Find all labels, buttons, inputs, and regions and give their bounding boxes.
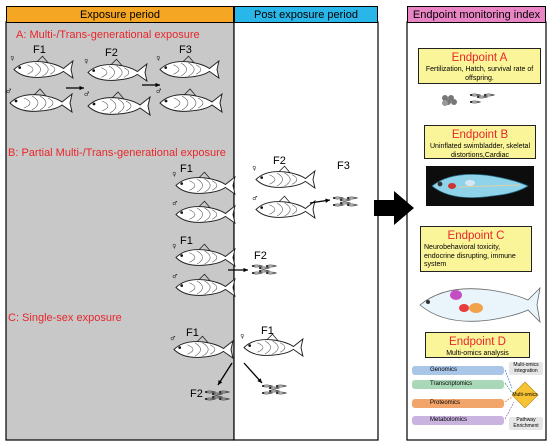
omics-metabolomics: Metabolomics (412, 416, 504, 425)
fish-b-f2-female: ♀ (252, 165, 316, 190)
svg-text:♀: ♀ (240, 334, 244, 340)
svg-text:♀: ♀ (252, 166, 256, 172)
omics-connectors (504, 369, 515, 420)
omics-metabolomics-label: Metabolomics (430, 417, 468, 423)
svg-text:♀: ♀ (10, 56, 14, 62)
omics-proteomics-label: Proteomics (430, 400, 461, 406)
endpoint-a-desc: Fertilization, Hatch, survival rate of o… (425, 66, 534, 82)
fish-a-f2-male: ♂ (84, 91, 151, 117)
endpoint-a-title: Endpoint A (451, 52, 508, 64)
svg-text:♂: ♂ (172, 273, 177, 280)
post-exposure-header: Post exposure period (234, 6, 378, 23)
fish-b-f1-top-female: ♀ (172, 171, 236, 196)
fish-b-f1-top-male: ♂ (172, 200, 236, 225)
arrow-c-left-to-f2 (217, 362, 233, 386)
larvae-b-f3 (332, 196, 359, 207)
endpoint-a-larvae-icon (469, 93, 496, 104)
arrow-b-f1-to-f2 (228, 267, 248, 273)
svg-text:♀: ♀ (84, 59, 88, 65)
fish-c-f1-right: ♀ (240, 333, 304, 358)
exposure-period-header: Exposure period (6, 6, 234, 23)
fish-b-f1-bottom-male: ♂ (172, 273, 236, 298)
gen-b-f2-top: F2 (273, 155, 286, 167)
arrow-b-f2-to-f3 (309, 198, 331, 204)
svg-text:♀: ♀ (172, 172, 176, 178)
endpoint-d-box: Endpoint D Multi-omics analysis (425, 332, 530, 358)
gen-b-f1-top: F1 (180, 163, 193, 175)
endpoint-d-title: Endpoint D (449, 336, 506, 348)
larvae-b-f2 (251, 264, 278, 275)
gen-b-f3: F3 (337, 160, 350, 172)
endpoint-d-desc: Multi-omics analysis (446, 350, 509, 357)
larvae-c-f2-left (204, 390, 231, 401)
gen-a-f1: F1 (33, 44, 46, 56)
fish-a-f1-male: ♂ (6, 88, 73, 114)
endpoint-b-title: Endpoint B (451, 129, 509, 141)
fish-anatomy-image (419, 286, 541, 324)
arrow-a-f1-to-f2 (66, 85, 84, 91)
svg-text:♂: ♂ (252, 195, 257, 202)
endpoint-c-title: Endpoint C (447, 230, 505, 242)
multi-omics-diamond (511, 381, 539, 409)
fish-layer: ♀ ♂ ♀ ♂ ♀ ♂ ♀ ♂ ♀ ♂ ♀ ♂ ♂ ♀ (6, 55, 496, 401)
gen-c-f2: F2 (190, 388, 203, 400)
gen-b-f2-bottom: F2 (254, 250, 267, 262)
multi-omics-integration-tag: Multi-omics integration (509, 362, 543, 375)
gen-a-f3: F3 (179, 44, 192, 56)
fish-a-f3-female: ♀ (156, 55, 220, 80)
svg-text:♀: ♀ (156, 56, 160, 62)
fish-a-f1-female: ♀ (10, 55, 74, 80)
gen-c-f1-right: F1 (261, 325, 274, 337)
omics-genomics: Genomics (412, 366, 504, 375)
endpoint-b-desc: Uninflated swimbladder, skeletal distort… (430, 143, 530, 159)
section-a-title: A: Multi-/Trans-generational exposure (16, 29, 200, 41)
fish-a-f2-female: ♀ (84, 58, 148, 83)
exposure-period-label: Exposure period (79, 8, 161, 21)
svg-text:♀: ♀ (172, 244, 176, 250)
omics-proteomics: Proteomics (412, 399, 504, 408)
fish-b-f1-bottom-female: ♀ (172, 243, 236, 268)
multi-omics-center-label: Multi-omics (512, 392, 538, 398)
post-exposure-panel (233, 21, 379, 441)
endpoint-c-box: Endpoint C Neurobehavioral toxicity, end… (420, 226, 532, 272)
endpoint-b-box: Endpoint B Uninflated swimbladder, skele… (424, 125, 536, 159)
exposure-period-panel (5, 21, 235, 441)
endpoint-index-header: Endpoint monitoring index (407, 6, 546, 23)
fish-c-f1-left: ♂ (170, 335, 234, 360)
omics-transcriptomics-label: Transcriptomics (430, 381, 473, 387)
embryo-cluster-icon (442, 95, 457, 106)
endpoint-a-box: Endpoint A Fertilization, Hatch, surviva… (418, 48, 541, 84)
arrow-a-f2-to-f3 (142, 82, 160, 88)
svg-text:♂: ♂ (6, 88, 11, 95)
endpoint-index-label: Endpoint monitoring index (412, 8, 541, 21)
endpoint-c-desc: Neurobehavioral toxicity, endocrine disr… (424, 244, 516, 268)
svg-text:♂: ♂ (84, 91, 89, 98)
svg-text:♂: ♂ (156, 88, 161, 95)
section-b-title: B: Partial Multi-/Trans-generational exp… (8, 147, 226, 159)
gen-b-f1-bottom: F1 (180, 235, 193, 247)
arrow-layer (66, 82, 331, 386)
gen-a-f2: F2 (105, 47, 118, 59)
fish-a-f3-male: ♂ (156, 88, 223, 114)
post-exposure-label: Post exposure period (254, 8, 358, 21)
fish-b-f2-male: ♂ (252, 195, 316, 220)
big-right-arrow (374, 191, 414, 225)
pathway-enrichment-tag: Pathway Enrichment (509, 417, 543, 430)
section-c-title: C: Single-sex exposure (8, 312, 122, 324)
arrow-c-right-to-f2 (243, 362, 263, 384)
larvae-c-f2-right (261, 384, 288, 395)
svg-text:♂: ♂ (172, 200, 177, 207)
svg-text:♂: ♂ (170, 335, 175, 342)
omics-genomics-label: Genomics (430, 367, 458, 373)
gen-c-f1-left: F1 (186, 327, 199, 339)
larva-anatomy-image (426, 166, 534, 206)
omics-transcriptomics: Transcriptomics (412, 380, 504, 389)
